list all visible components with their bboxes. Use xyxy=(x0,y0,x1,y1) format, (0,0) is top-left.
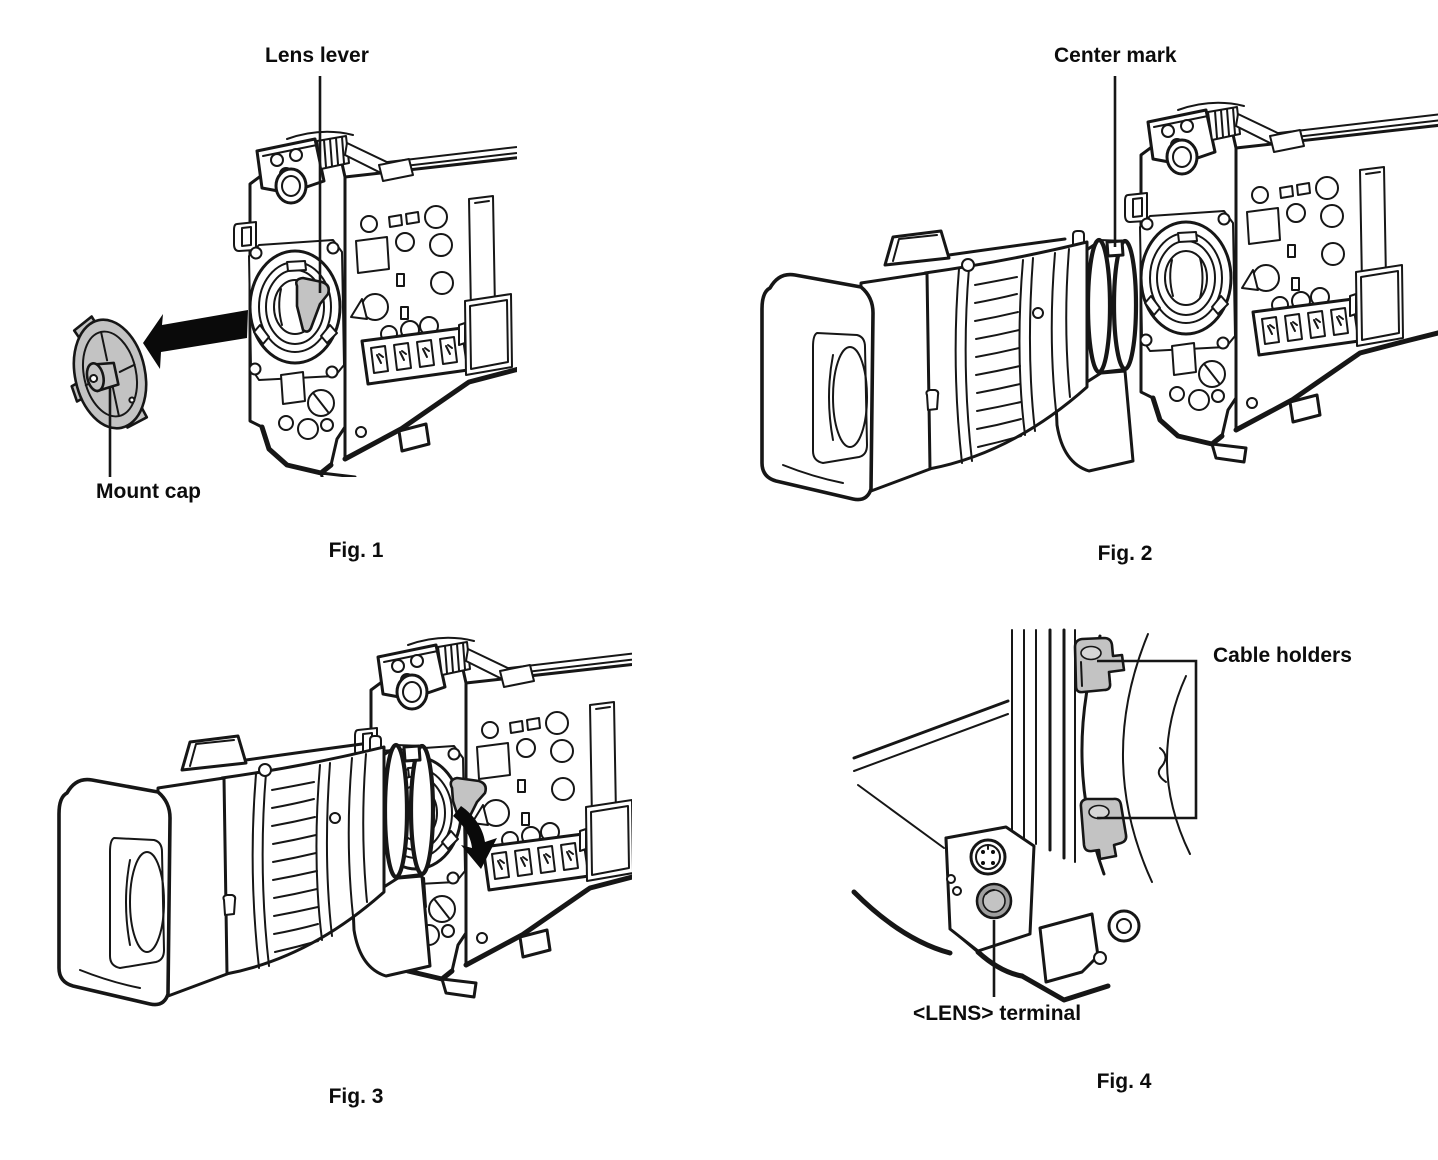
fig1-caption: Fig. 1 xyxy=(328,539,384,562)
fig4-caption: Fig. 4 xyxy=(1096,1070,1152,1093)
fig2-caption: Fig. 2 xyxy=(1097,542,1153,565)
mount-cap-part xyxy=(70,315,149,430)
lens-lever-label: Lens lever xyxy=(265,44,369,67)
lens-terminal-label: <LENS> terminal xyxy=(912,1002,1082,1025)
removal-arrow xyxy=(143,310,248,369)
cable-holders-bracket xyxy=(1097,659,1198,820)
mount-cap-label: Mount cap xyxy=(96,480,201,503)
cable-holder-lower xyxy=(1079,797,1128,861)
fig2-illustration xyxy=(762,76,1438,500)
fig4-illustration xyxy=(851,628,1198,1003)
turn-arrow xyxy=(453,806,497,869)
cable-holders-label: Cable holders xyxy=(1213,644,1352,667)
cable-holder-upper xyxy=(1073,636,1126,694)
lens-terminal-part xyxy=(975,882,1013,920)
fig3-illustration xyxy=(59,638,672,1005)
fig1-illustration xyxy=(70,76,551,477)
fig3-caption: Fig. 3 xyxy=(328,1085,384,1108)
center-mark-label: Center mark xyxy=(1054,44,1177,67)
